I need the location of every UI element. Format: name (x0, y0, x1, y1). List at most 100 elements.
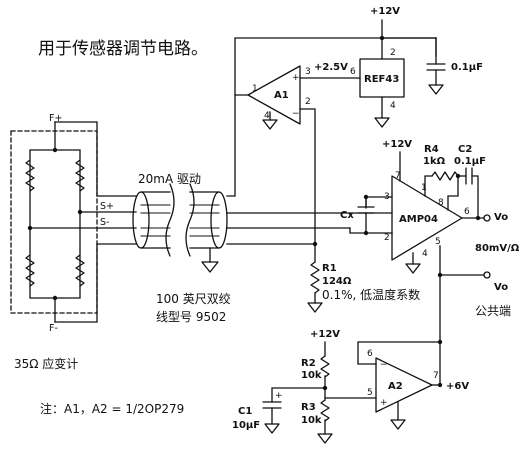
r4-value: 1kΩ (423, 156, 446, 167)
svg-text:+: + (292, 73, 300, 83)
strain-gauge-bridge: F+ F- 35Ω 应变计 (10, 113, 98, 371)
a2-name: A2 (388, 381, 403, 392)
a1-name: A1 (274, 90, 289, 101)
excitation-to-a1-wire (226, 94, 249, 197)
a2-feedback-wire (357, 341, 441, 386)
c2-capacitor (465, 167, 473, 185)
gauge-package-outline (10, 130, 98, 314)
ref-cap-symbol (426, 63, 446, 71)
vo-gain: 80mV/Ω (475, 243, 520, 254)
r2-resistor (320, 355, 330, 378)
r1-value: 124Ω (322, 276, 352, 287)
f-plus-label: F+ (49, 113, 62, 124)
svg-text:6: 6 (367, 349, 373, 359)
r1-name: R1 (322, 263, 337, 274)
svg-text:1: 1 (421, 183, 427, 193)
svg-text:7: 7 (395, 171, 401, 181)
strain-gauge-label: 35Ω 应变计 (14, 356, 78, 371)
gauge-resistor-top-right (75, 159, 85, 192)
s-minus-label: S- (100, 217, 109, 228)
amp04-name: AMP04 (399, 214, 438, 225)
ref-voltage-label: +2.5V (314, 62, 348, 73)
cx-label: Cx (340, 210, 354, 221)
r3-resistor (320, 399, 330, 422)
r2-value: 10k (301, 370, 322, 381)
vo-common-label: Vo (494, 282, 508, 293)
svg-text:2: 2 (305, 97, 311, 107)
c1-name: C1 (238, 406, 252, 417)
excitation-bottom-wire (54, 243, 137, 323)
gauge-resistor-bottom-left (25, 254, 35, 287)
svg-text:6: 6 (464, 207, 470, 217)
c1-value: 10μF (232, 420, 260, 431)
r3-value: 10k (301, 415, 322, 426)
bridge-frame (29, 149, 81, 299)
svg-text:4: 4 (422, 249, 428, 259)
cable-spec-line2: 线型号 9502 (156, 310, 226, 324)
a1-minus-input-wire (299, 108, 316, 245)
amp-note: 注：A1，A2 = 1/2OP279 (40, 401, 184, 416)
r1-resistor (310, 261, 320, 294)
ref-cap-value: 0.1μF (451, 62, 483, 73)
page-title: 用于传感器调节电路。 (38, 39, 208, 59)
vo-common-terminal[interactable] (483, 271, 491, 279)
r3-ground-icon (317, 433, 333, 444)
shield-ground-icon (201, 261, 219, 273)
excitation-top-wire (54, 121, 137, 197)
f-minus-label: F- (49, 323, 58, 334)
ref43-regulator: REF43 +12V 2 6 4 (350, 6, 405, 128)
svg-text:5: 5 (367, 388, 373, 398)
svg-text:5: 5 (435, 237, 441, 247)
gauge-resistor-bottom-right (75, 254, 85, 287)
svg-text:4: 4 (390, 101, 396, 111)
svg-text:1: 1 (252, 84, 258, 94)
a2-triangle (375, 357, 433, 413)
cable-conductors (140, 204, 220, 237)
ref-cap-ground-icon (428, 84, 444, 95)
cable-sheath (140, 191, 220, 249)
amp04-triangle (391, 175, 463, 261)
r2-name: R2 (301, 358, 316, 369)
svg-text:2: 2 (390, 48, 396, 58)
r4-resistor (431, 171, 459, 181)
r1-ground-icon (307, 302, 323, 313)
s-plus-label: S+ (100, 201, 114, 212)
amp04-supply: +12V (382, 139, 412, 150)
a2-opamp: A2 6 5 7 − + (367, 349, 439, 430)
a1-opamp: A1 + − 1 3 2 4 (247, 65, 311, 130)
svg-text:3: 3 (305, 67, 311, 77)
ref43-ground-icon (374, 117, 390, 128)
svg-text:+: + (275, 391, 283, 401)
r4-name: R4 (424, 144, 439, 155)
twisted-pair-cable: 20mA 驱动 100 英尺双绞 线型号 9502 (132, 172, 231, 324)
c2-name: C2 (458, 144, 472, 155)
cable-end-left (132, 191, 150, 249)
r3-name: R3 (301, 402, 316, 413)
svg-text:8: 8 (438, 198, 444, 208)
divider-supply: +12V (310, 329, 340, 340)
vo-label: Vo (494, 212, 508, 223)
c1-ground-icon (264, 423, 280, 434)
drive-label: 20mA 驱动 (138, 172, 201, 186)
c1-capacitor (262, 401, 282, 409)
common-caption: 公共端 (475, 304, 511, 318)
cable-end-right (210, 191, 228, 249)
a2-output-label: +6V (446, 381, 469, 392)
svg-text:+: + (380, 398, 388, 408)
vo-terminal[interactable] (483, 214, 491, 222)
cable-break-right (185, 183, 195, 257)
a1-ground-icon (262, 119, 278, 130)
svg-text:2: 2 (384, 233, 390, 243)
a1-triangle (247, 65, 301, 125)
a2-ground-icon (390, 419, 406, 430)
amp04-ground-icon (405, 263, 421, 274)
svg-text:−: − (292, 109, 300, 119)
cable-spec-line1: 100 英尺双绞 (156, 291, 231, 306)
svg-text:7: 7 (433, 371, 439, 381)
svg-text:4: 4 (264, 111, 270, 121)
gauge-resistor-top-left (25, 159, 35, 192)
ref43-name: REF43 (364, 74, 399, 85)
svg-text:−: − (380, 360, 388, 370)
r1-spec: 0.1%, 低温度系数 (322, 287, 420, 302)
